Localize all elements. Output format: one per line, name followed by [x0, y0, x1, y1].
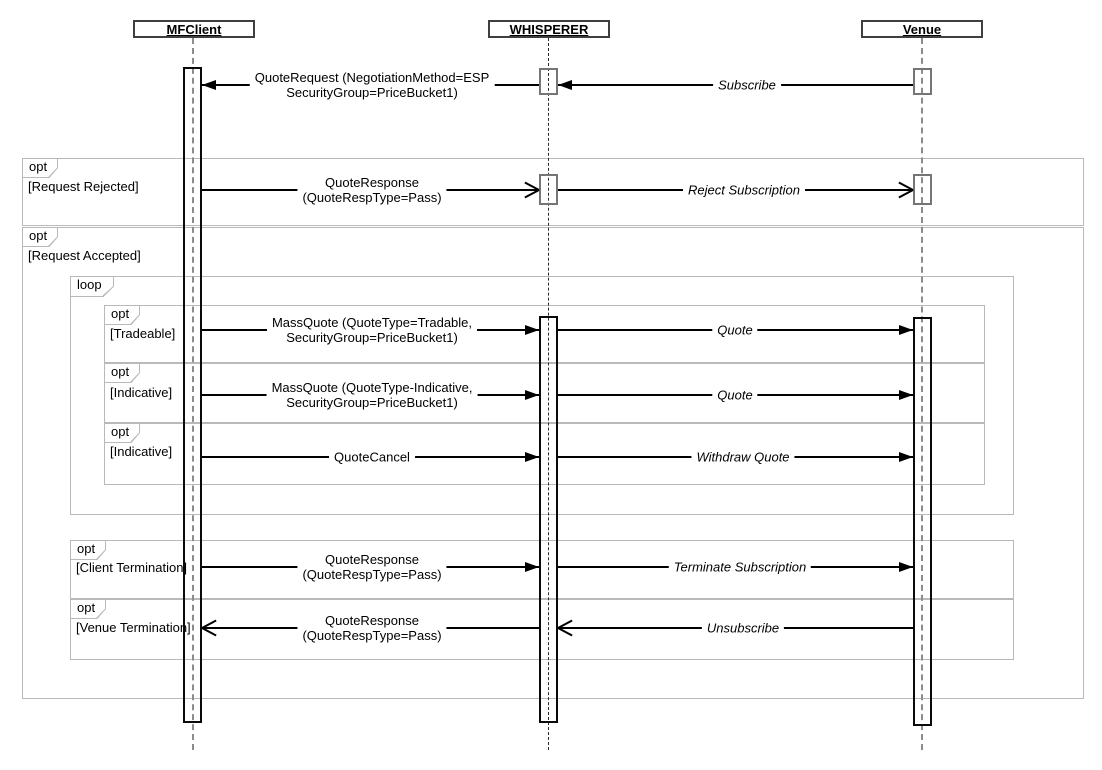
- open-arrowhead-right-icon: [523, 181, 540, 199]
- message-label: QuoteCancel: [329, 449, 415, 465]
- fragment-indicative-quote: opt [Indicative]: [104, 363, 985, 423]
- message-label: Reject Subscription: [683, 182, 805, 198]
- fragment-operator-tab: opt: [22, 158, 58, 178]
- fragment-operator-tab: opt: [70, 540, 106, 560]
- tab-shape: [71, 541, 105, 559]
- fragment-operator: opt: [111, 306, 130, 321]
- message-label: Unsubscribe: [701, 620, 785, 636]
- fragment-operator-tab: opt: [104, 363, 140, 383]
- lifeline-mfclient: [192, 38, 194, 750]
- fragment-indicative-cancel: opt [Indicative]: [104, 423, 985, 485]
- filled-arrowhead-right-icon: [525, 562, 539, 572]
- filled-arrowhead-left-icon: [558, 80, 572, 90]
- fragment-operator: opt: [77, 600, 96, 615]
- fragment-operator: opt: [111, 364, 130, 379]
- actor-mfclient: MFClient: [133, 20, 255, 38]
- message-label: QuoteResponse (QuoteRespType=Pass): [297, 613, 447, 643]
- fragment-operator: loop: [77, 277, 102, 292]
- actor-whisperer: WHISPERER: [488, 20, 610, 38]
- fragment-operator-tab: opt: [70, 599, 106, 619]
- filled-arrowhead-right-icon: [899, 452, 913, 462]
- actor-label: WHISPERER: [509, 21, 589, 37]
- message-label: MassQuote (QuoteType-Indicative, Securit…: [266, 380, 478, 410]
- message-label: Terminate Subscription: [668, 559, 812, 575]
- tab-shape: [23, 228, 57, 246]
- fragment-request-rejected: opt [Request Rejected]: [22, 158, 1084, 226]
- fragment-venue-termination: opt [Venue Termination]: [70, 599, 1014, 660]
- fragment-guard: [Indicative]: [110, 385, 173, 400]
- message-label: QuoteResponse (QuoteRespType=Pass): [297, 175, 447, 205]
- fragment-operator-tab: opt: [104, 423, 140, 443]
- actor-label: MFClient: [166, 21, 222, 37]
- activation-venue-session: [913, 317, 932, 726]
- fragment-operator-tab: opt: [104, 305, 140, 325]
- filled-arrowhead-right-icon: [899, 390, 913, 400]
- fragment-operator: opt: [29, 159, 48, 174]
- fragment-client-termination: opt [Client Termination]: [70, 540, 1014, 599]
- fragment-operator: opt: [29, 228, 48, 243]
- fragment-request-accepted: opt [Request Accepted]: [22, 227, 1084, 699]
- message-label: Quote: [712, 322, 758, 338]
- lifeline-whisperer: [548, 38, 549, 750]
- filled-arrowhead-right-icon: [525, 452, 539, 462]
- filled-arrowhead-right-icon: [525, 325, 539, 335]
- fragment-operator-tab: loop: [70, 276, 114, 297]
- fragment-operator-tab: opt: [22, 227, 58, 247]
- open-arrowhead-right-icon: [897, 181, 914, 199]
- tab-shape: [105, 306, 139, 324]
- fragment-operator: opt: [111, 424, 130, 439]
- fragment-tradeable: opt [Tradeable]: [104, 305, 985, 363]
- open-arrowhead-left-icon: [557, 619, 574, 637]
- tab-shape: [105, 424, 139, 442]
- message-label: QuoteRequest (NegotiationMethod=ESP Secu…: [249, 70, 495, 100]
- fragment-loop: loop: [70, 276, 1014, 515]
- message-label: QuoteResponse (QuoteRespType=Pass): [297, 552, 447, 582]
- activation-whisperer-reject: [539, 174, 558, 205]
- fragment-guard: [Indicative]: [110, 444, 173, 459]
- tab-shape: [71, 600, 105, 618]
- tab-shape: [71, 277, 113, 296]
- message-label: MassQuote (QuoteType=Tradable, SecurityG…: [266, 315, 478, 345]
- filled-arrowhead-right-icon: [525, 390, 539, 400]
- message-label: Withdraw Quote: [691, 449, 795, 465]
- activation-venue-subscribe: [913, 68, 932, 95]
- actor-venue: Venue: [861, 20, 983, 38]
- tab-shape: [105, 364, 139, 382]
- actor-label: Venue: [902, 21, 942, 37]
- fragment-guard: [Tradeable]: [110, 326, 176, 341]
- fragment-guard: [Request Rejected]: [28, 179, 139, 194]
- filled-arrowhead-left-icon: [202, 80, 216, 90]
- message-label: Quote: [712, 387, 758, 403]
- fragment-guard: [Venue Termination]: [76, 620, 191, 635]
- open-arrowhead-left-icon: [201, 619, 218, 637]
- tab-shape: [23, 159, 57, 177]
- activation-mfclient: [183, 67, 202, 723]
- activation-whisperer-subscribe: [539, 68, 558, 95]
- fragment-guard: [Client Termination]: [76, 560, 188, 575]
- message-label: Subscribe: [713, 77, 781, 93]
- activation-venue-reject: [913, 174, 932, 205]
- lifeline-venue: [921, 38, 923, 750]
- fragment-guard: [Request Accepted]: [28, 248, 141, 263]
- filled-arrowhead-right-icon: [899, 562, 913, 572]
- filled-arrowhead-right-icon: [899, 325, 913, 335]
- activation-whisperer-session: [539, 316, 558, 723]
- fragment-operator: opt: [77, 541, 96, 556]
